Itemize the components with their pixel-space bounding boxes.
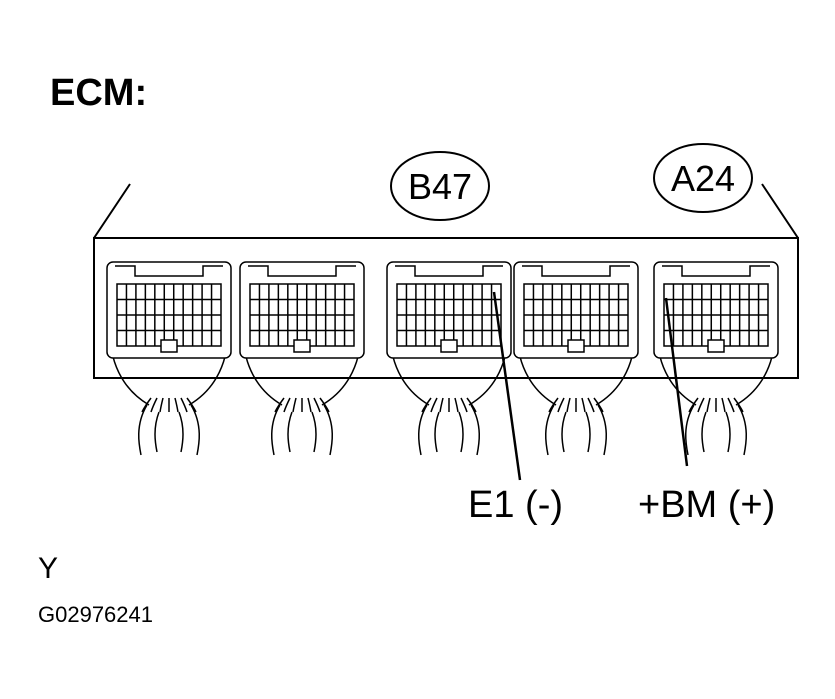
e1-leader-line (492, 291, 522, 481)
connector-callout-a24: A24 (653, 143, 753, 213)
connector-label-a24: A24 (671, 158, 735, 199)
view-label: Y (38, 552, 59, 585)
pin-label-bm: +BM (+) (638, 484, 776, 526)
connector-group (106, 261, 779, 456)
figure-code: G02976241 (38, 602, 153, 627)
bm-leader-line (664, 297, 689, 467)
ecm-connector (239, 261, 365, 456)
pin-leader-lines (492, 291, 689, 481)
ecm-connector (386, 261, 512, 456)
ecm-housing (93, 183, 799, 379)
diagram-title: ECM: (50, 72, 148, 114)
ecm-connector (106, 261, 232, 456)
connector-callout-b47: B47 (390, 151, 490, 221)
ecm-connector (513, 261, 639, 456)
pin-label-e1: E1 (-) (468, 484, 563, 526)
connector-label-b47: B47 (408, 166, 472, 207)
ecm-connector (653, 261, 779, 456)
